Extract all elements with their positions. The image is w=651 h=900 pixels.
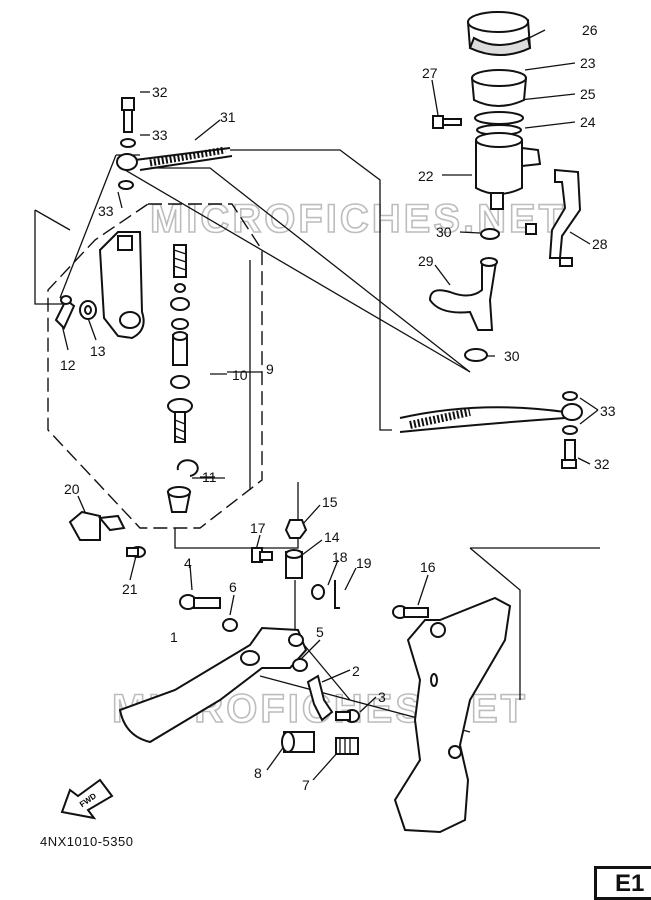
callout-14: 14 — [324, 529, 340, 545]
copper-washer-upper — [120, 138, 136, 148]
pivot-washer — [222, 618, 238, 632]
pedal-screw — [335, 709, 360, 723]
callout-13: 13 — [90, 343, 106, 359]
reservoir-diaphragm — [470, 69, 528, 107]
callout-32-upper: 32 — [152, 84, 168, 100]
callout-33-right: 33 — [600, 403, 616, 419]
fwd-arrow-icon: FWD — [60, 778, 114, 820]
brake-hose-upper — [116, 146, 233, 171]
callout-31: 31 — [220, 109, 236, 125]
callout-17: 17 — [250, 520, 266, 536]
dust-boot — [166, 486, 192, 513]
callout-numbers: 1 2 3 4 5 6 7 8 9 10 11 12 13 14 15 16 1… — [60, 22, 616, 793]
master-cylinder-kit-parts — [167, 244, 193, 443]
reservoir-cap — [466, 11, 532, 56]
reservoir-hose — [428, 257, 498, 331]
clevis-nut — [284, 519, 308, 539]
callout-25: 25 — [580, 86, 596, 102]
callout-22: 22 — [418, 168, 434, 184]
cotter-pin — [334, 580, 340, 609]
brake-pedal — [118, 626, 308, 744]
callout-2: 2 — [352, 663, 360, 679]
clevis-pin — [251, 547, 273, 563]
pedal-spring-arm — [306, 674, 334, 722]
hose-clips — [464, 228, 500, 362]
union-bolt-upper — [121, 97, 135, 133]
callout-30-lower: 30 — [504, 348, 520, 364]
diaphragm-plate — [474, 111, 524, 125]
callout-12: 12 — [60, 357, 76, 373]
callout-9: 9 — [266, 361, 274, 377]
callout-24: 24 — [580, 114, 596, 130]
mounting-bracket — [68, 510, 126, 541]
callout-15: 15 — [322, 494, 338, 510]
reference-lines — [34, 149, 600, 733]
pivot-bolt — [179, 594, 221, 610]
callout-10: 10 — [232, 367, 248, 383]
callout-leaders — [61, 29, 599, 781]
pedal-spring — [335, 737, 359, 755]
callout-5: 5 — [316, 624, 324, 640]
callout-3: 3 — [378, 689, 386, 705]
callout-7: 7 — [302, 777, 310, 793]
callout-19: 19 — [356, 555, 372, 571]
union-bolt-lower — [561, 391, 578, 469]
pedal-rubber — [281, 731, 315, 753]
callout-33-left: 33 — [98, 203, 114, 219]
push-rod-clevis — [285, 549, 303, 579]
brake-hose-lower — [399, 403, 583, 433]
clevis-washer — [311, 584, 325, 600]
circlip — [176, 459, 199, 477]
diagram-code: 4NX1010-5350 — [40, 834, 134, 849]
master-cylinder-kit-outline — [47, 203, 263, 529]
copper-washer-lower — [118, 180, 134, 190]
bracket-bolt — [126, 546, 146, 558]
callout-23: 23 — [580, 55, 596, 71]
callout-4: 4 — [184, 555, 192, 571]
reservoir-tank — [475, 132, 542, 210]
callout-32-lower: 32 — [594, 456, 610, 472]
callout-27: 27 — [422, 65, 438, 81]
callout-21: 21 — [122, 581, 138, 597]
callout-8: 8 — [254, 765, 262, 781]
callout-26: 26 — [582, 22, 598, 38]
callout-16: 16 — [420, 559, 436, 575]
bracket-screws — [525, 223, 573, 267]
callout-30-upper: 30 — [436, 224, 452, 240]
pedal-washer — [292, 658, 308, 672]
master-cylinder-body — [98, 231, 145, 340]
o-ring-joint — [79, 300, 97, 320]
hose-joint — [54, 295, 76, 330]
reservoir-bracket — [548, 168, 582, 259]
footrest-bracket — [393, 596, 512, 834]
callout-20: 20 — [64, 481, 80, 497]
footrest-bolt — [392, 605, 429, 619]
callout-33-upper: 33 — [152, 127, 168, 143]
page-tag: E1 — [594, 866, 651, 900]
reservoir-bolt — [432, 115, 462, 129]
callout-28: 28 — [592, 236, 608, 252]
callout-6: 6 — [229, 579, 237, 595]
callout-18: 18 — [332, 549, 348, 565]
callout-29: 29 — [418, 253, 434, 269]
callout-11: 11 — [202, 469, 217, 485]
callout-1: 1 — [170, 629, 178, 645]
